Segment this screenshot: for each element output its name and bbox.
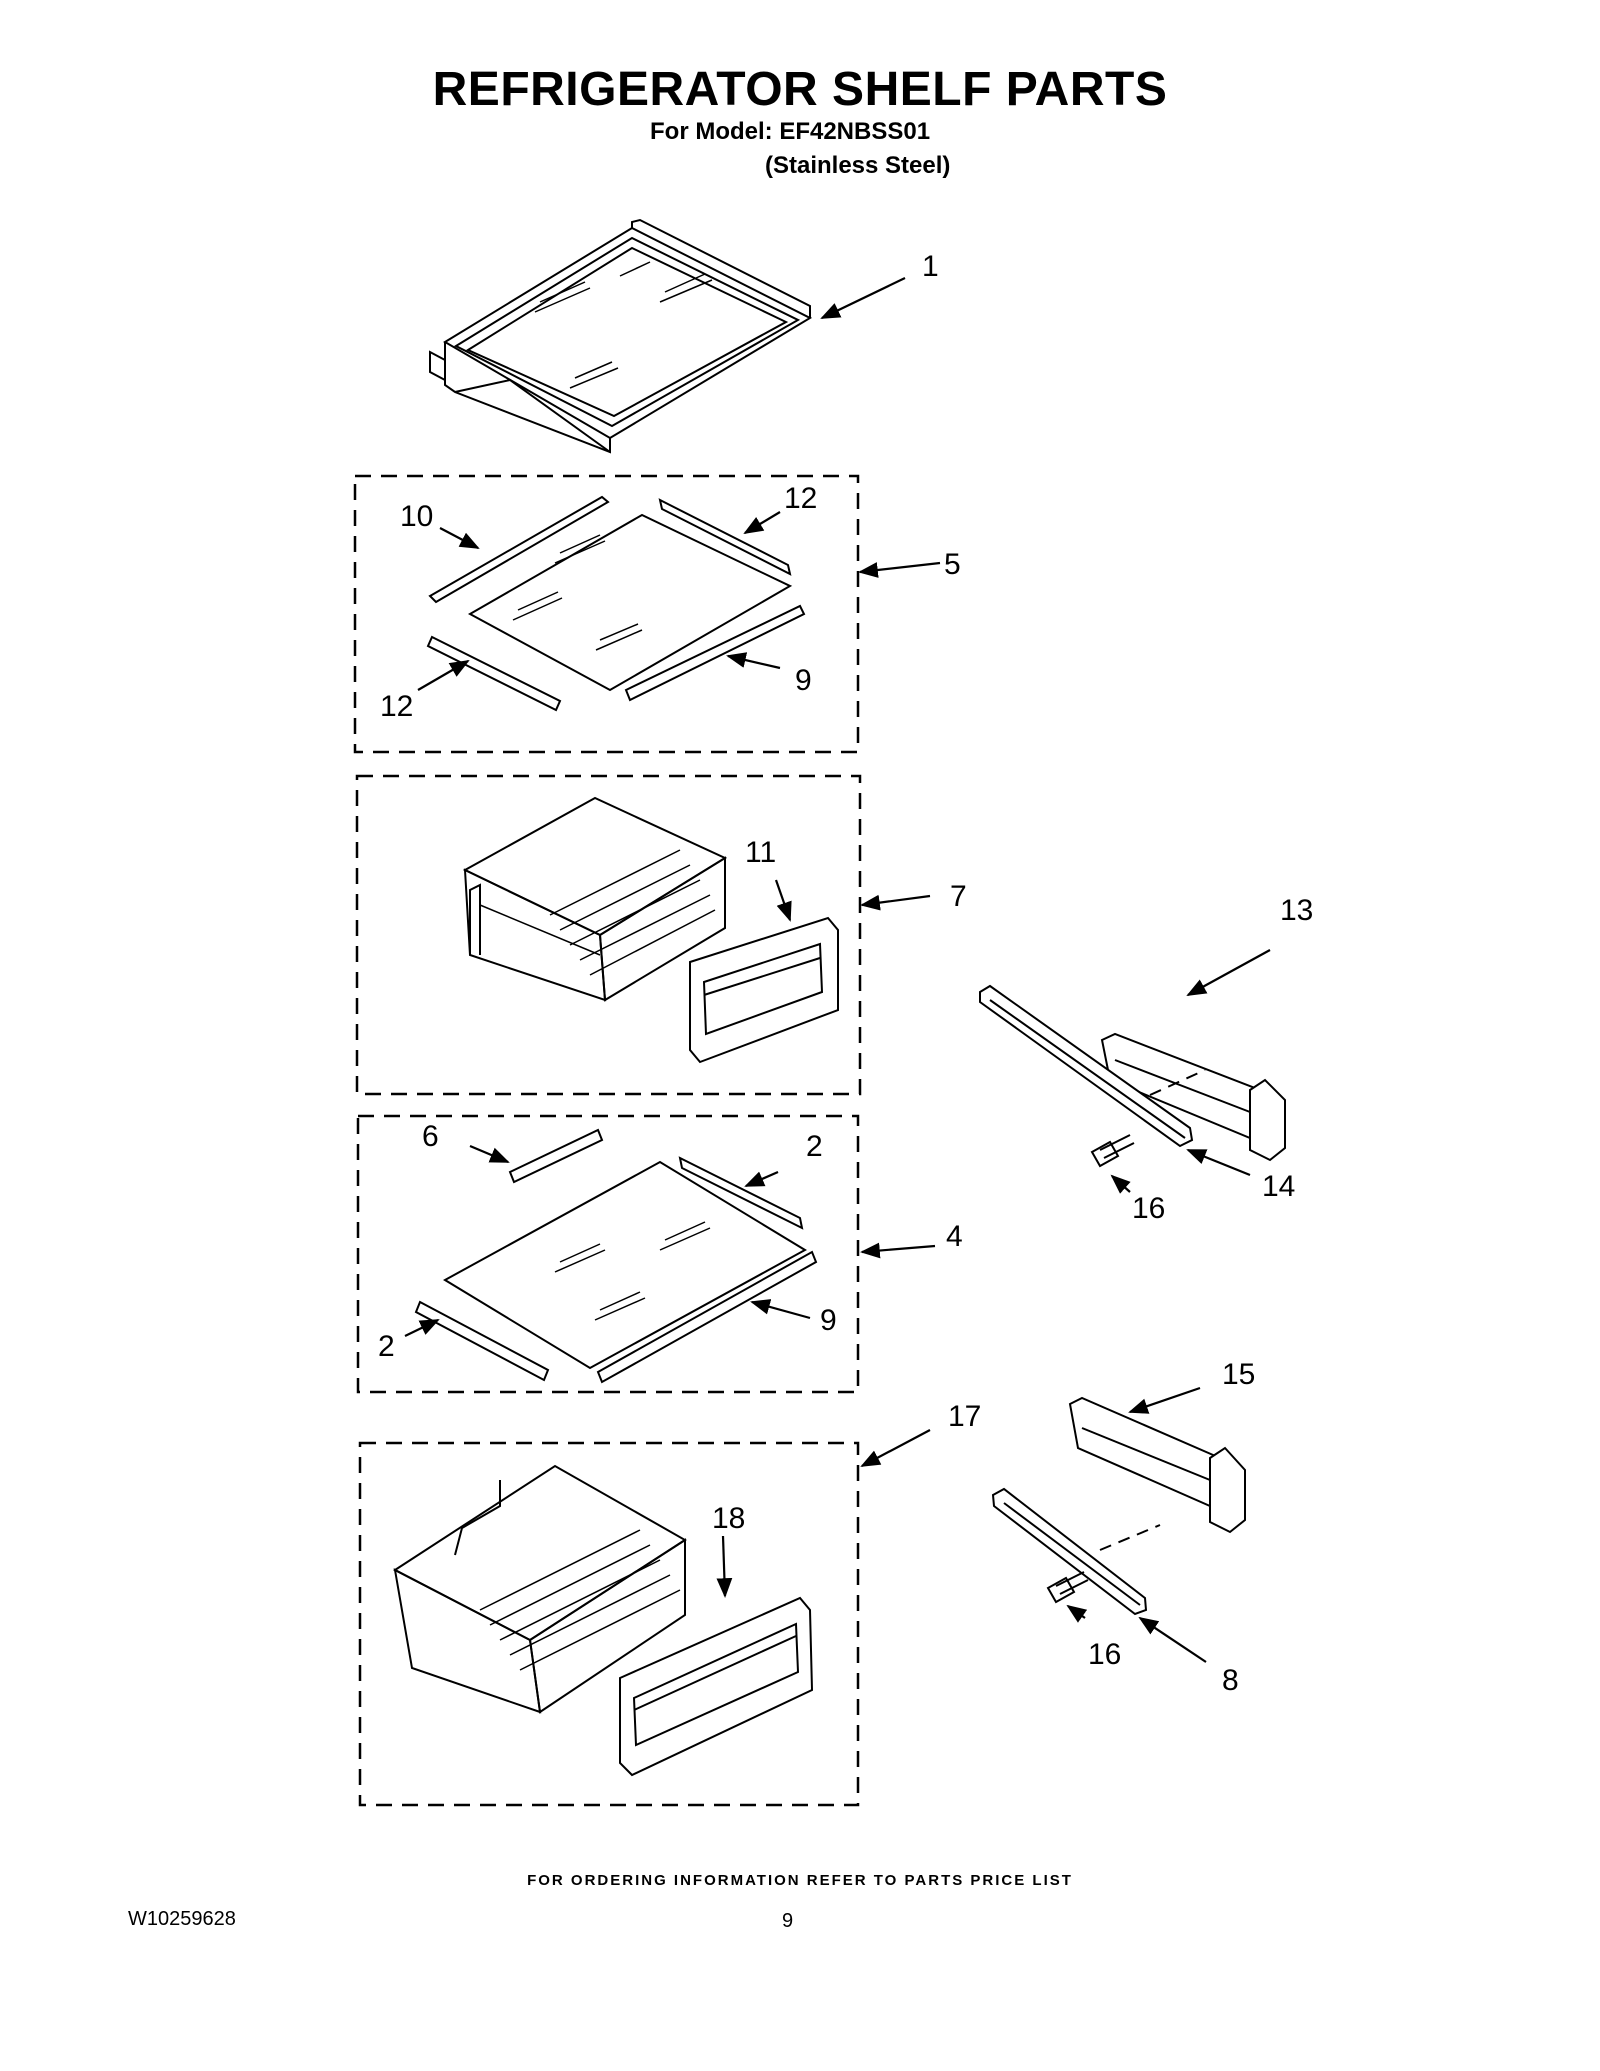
callout-1: 1 [922, 250, 939, 283]
callout-4: 4 [946, 1220, 963, 1253]
shelf-glass-part-5 [426, 495, 806, 712]
callout-11: 11 [745, 836, 776, 869]
document-number: W10259628 [128, 1908, 236, 1930]
shelf-assembly-part-1 [429, 218, 813, 454]
callout-2-upper: 2 [806, 1130, 823, 1163]
group-box-part-5 [353, 474, 860, 754]
finish-line: (Stainless Steel) [765, 152, 951, 179]
group-box-part-17 [358, 1441, 860, 1807]
callout-12-lower: 12 [380, 690, 413, 723]
callout-6: 6 [422, 1120, 439, 1153]
leader-arrows [404, 277, 1271, 1663]
callout-16-lower: 16 [1088, 1638, 1121, 1671]
callout-5: 5 [944, 548, 961, 581]
screw-part-16b [1046, 1571, 1089, 1604]
shelf-glass-part-4 [414, 1128, 818, 1384]
callout-16-upper: 16 [1132, 1192, 1165, 1225]
callout-12-upper: 12 [784, 482, 817, 515]
model-line: For Model: EF42NBSS01 [650, 118, 931, 145]
callout-10: 10 [400, 500, 433, 533]
callout-9-lower: 9 [820, 1304, 837, 1337]
callout-13: 13 [1280, 894, 1313, 927]
callout-8: 8 [1222, 1664, 1239, 1697]
callout-17: 17 [948, 1400, 981, 1433]
crisper-drawer-part-17 [393, 1464, 814, 1777]
callout-15: 15 [1222, 1358, 1255, 1391]
callout-9-upper: 9 [795, 664, 812, 697]
callout-18: 18 [712, 1502, 745, 1535]
screw-part-16a [1090, 1134, 1135, 1168]
group-box-part-4 [356, 1114, 860, 1394]
callout-7: 7 [950, 880, 967, 913]
slide-rail-assembly-lower [991, 1396, 1246, 1616]
slide-rail-assembly-upper [979, 984, 1286, 1168]
callout-2-lower: 2 [378, 1330, 395, 1363]
callout-14: 14 [1262, 1170, 1295, 1203]
group-box-part-7 [355, 774, 862, 1096]
page-title: REFRIGERATOR SHELF PARTS [432, 63, 1168, 116]
crisper-drawer-part-7 [462, 796, 839, 1064]
ordering-note: FOR ORDERING INFORMATION REFER TO PARTS … [527, 1872, 1073, 1889]
page-number: 9 [782, 1910, 794, 1932]
